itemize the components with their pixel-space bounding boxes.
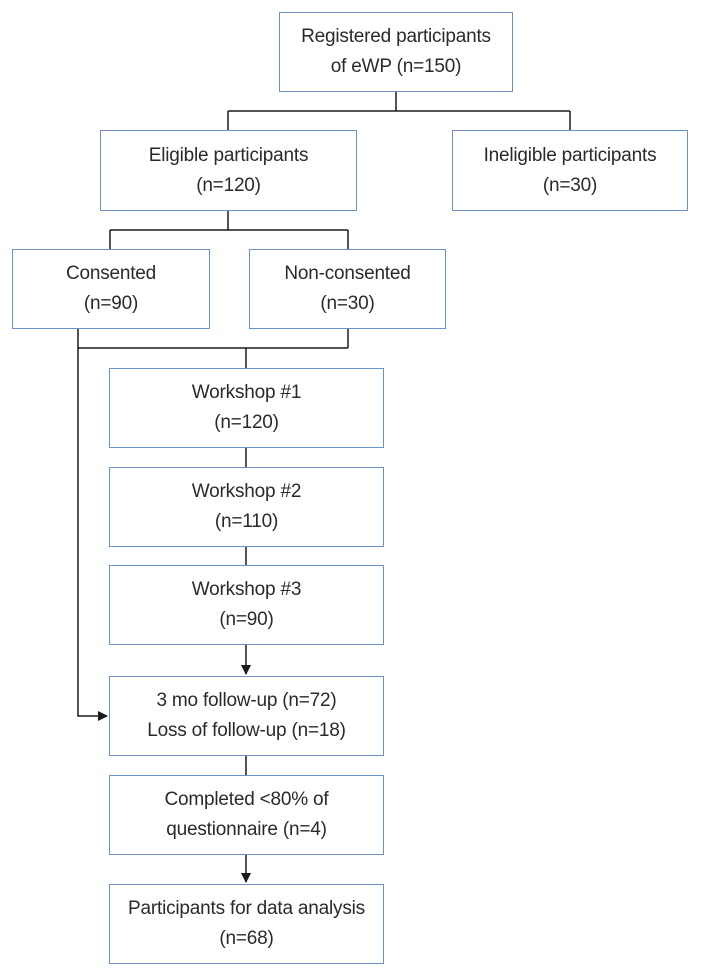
eligible-line1: Eligible participants: [148, 144, 309, 166]
followup-line2: Loss of follow-up (n=18): [147, 720, 346, 741]
connector-consented-to-followup: [77, 329, 108, 721]
non-consented-box: Non-consented (n=30): [249, 249, 446, 329]
follow-up-box: 3 mo follow-up (n=72) Loss of follow-up …: [109, 676, 384, 756]
workshop3-line2: (n=90): [219, 609, 274, 630]
workshop2-line2: (n=110): [214, 511, 279, 532]
nonconsented-line1: Non-consented: [284, 263, 411, 284]
consented-line1: Consented: [65, 263, 157, 284]
eligible-participants-box: Eligible participants (n=120): [100, 130, 357, 211]
workshop1-line1: Workshop #1: [191, 382, 302, 403]
workshop-3-box: Workshop #3 (n=90): [109, 565, 384, 645]
eligible-line2: (n=120): [196, 174, 261, 196]
workshop2-line1: Workshop #2: [191, 481, 302, 502]
data-analysis-box: Participants for data analysis (n=68): [109, 884, 384, 964]
workshop3-line1: Workshop #3: [191, 579, 302, 600]
consented-box: Consented (n=90): [12, 249, 210, 329]
completed-line1: Completed <80% of: [164, 789, 329, 810]
ineligible-line2: (n=30): [542, 174, 598, 196]
analysis-line1: Participants for data analysis: [128, 898, 365, 919]
ineligible-participants-box: Ineligible participants (n=30): [452, 130, 688, 211]
workshop-1-box: Workshop #1 (n=120): [109, 368, 384, 448]
followup-line1: 3 mo follow-up (n=72): [156, 690, 337, 711]
analysis-line2: (n=68): [219, 928, 274, 949]
registered-line2: of eWP (n=150): [330, 56, 462, 77]
consented-line2: (n=90): [83, 293, 139, 314]
nonconsented-line2: (n=30): [320, 293, 375, 314]
registered-line1: Registered participants: [301, 26, 491, 47]
registered-participants-box: Registered participants of eWP (n=150): [279, 12, 513, 92]
workshop1-line2: (n=120): [214, 412, 279, 433]
ineligible-line1: Ineligible participants: [483, 144, 657, 166]
workshop-2-box: Workshop #2 (n=110): [109, 467, 384, 547]
completed-line2: questionnaire (n=4): [166, 819, 327, 840]
completed-questionnaire-box: Completed <80% of questionnaire (n=4): [109, 775, 384, 855]
